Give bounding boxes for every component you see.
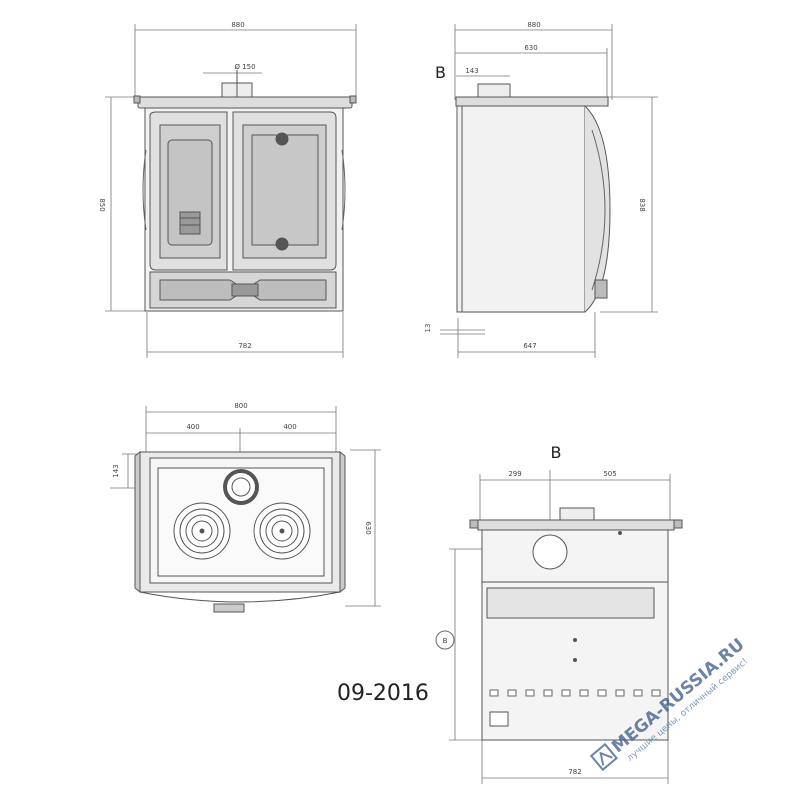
top-flue-depth-label: 143 [112,464,120,477]
side-view [440,24,658,358]
rear-vent-slots [489,689,661,697]
rear-left-offset-label: 299 [508,470,521,478]
top-left-half-label: 400 [186,423,199,431]
rear-section-letter: B [551,443,562,462]
front-view [105,24,357,358]
rear-right-offset-label: 505 [603,470,616,478]
side-depth-total-label: 880 [527,21,540,29]
svg-text:B: B [443,637,448,645]
front-dimension-lines [105,24,357,358]
front-flue-diameter-label: Ø 150 [234,63,255,71]
top-view [110,406,381,613]
side-depth-body-label: 630 [524,44,537,52]
hot-plate-left [173,502,231,560]
rear-width-label: 782 [568,768,581,776]
front-height-label: 850 [98,198,106,211]
top-depth-label: 630 [364,521,372,534]
front-width-bottom-label: 782 [238,342,251,350]
watermark-logo-icon [589,742,619,772]
side-height-label: 838 [638,198,646,211]
side-base-offset-label: 13 [424,324,432,333]
side-flue-offset-label: 143 [465,67,478,75]
hot-plate-right [253,502,311,560]
top-width-label: 800 [234,402,247,410]
rear-view [449,470,683,784]
date-code: 09-2016 [337,681,429,706]
rear-circle-marker: B [435,630,455,650]
top-right-half-label: 400 [283,423,296,431]
side-depth-bottom-label: 647 [523,342,536,350]
side-section-letter: B [435,63,446,82]
front-width-top-label: 880 [231,21,244,29]
side-dimension-lines [440,24,658,358]
